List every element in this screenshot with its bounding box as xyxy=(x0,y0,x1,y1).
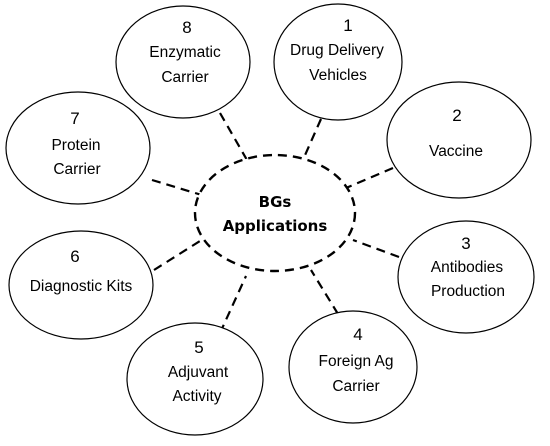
node-3-label-line-2: Production xyxy=(431,283,505,300)
node-6-number: 6 xyxy=(70,247,79,266)
node-3-number: 3 xyxy=(461,234,470,253)
node-7-label-line-2: Carrier xyxy=(53,161,100,178)
node-2-number: 2 xyxy=(452,106,461,125)
connector-6 xyxy=(153,240,201,271)
connector-5 xyxy=(218,275,248,334)
connector-8 xyxy=(219,112,248,161)
center-node: BGs Applications xyxy=(193,153,357,273)
node-5-number: 5 xyxy=(194,338,203,357)
node-8-label-line-2: Carrier xyxy=(161,69,208,86)
node-3-label-line-1: Antibodies xyxy=(431,259,504,276)
connector-3 xyxy=(352,238,400,259)
node-2-vaccine: 2 Vaccine xyxy=(386,81,532,199)
node-7-label-line-1: Protein xyxy=(51,137,100,154)
node-7-number: 7 xyxy=(70,109,79,128)
node-1-drug-delivery-vehicles: 1 Drug Delivery Vehicles xyxy=(273,3,403,121)
node-3-antibodies-production: 3 Antibodies Production xyxy=(397,220,535,334)
node-4-label-line-1: Foreign Ag xyxy=(319,353,394,370)
center-title-line-2: Applications xyxy=(223,217,328,235)
connector-1 xyxy=(300,118,323,163)
node-1-label-line-2: Vehicles xyxy=(309,67,367,84)
node-5-label-line-2: Activity xyxy=(172,388,221,405)
node-8-enzymatic-carrier: 8 Enzymatic Carrier xyxy=(115,5,251,119)
connector-2 xyxy=(345,166,394,190)
node-8-number: 8 xyxy=(182,18,191,37)
node-1-number: 1 xyxy=(343,16,352,35)
node-1-label-line-1: Drug Delivery xyxy=(290,42,384,59)
node-8-label-line-1: Enzymatic xyxy=(149,44,221,61)
connector-4 xyxy=(310,269,339,315)
node-4-foreign-ag-carrier: 4 Foreign Ag Carrier xyxy=(288,310,418,424)
connector-7 xyxy=(151,178,206,198)
node-6-label-line-1: Diagnostic Kits xyxy=(30,278,133,295)
node-5-label-line-1: Adjuvant xyxy=(168,364,229,381)
node-4-number: 4 xyxy=(353,325,362,344)
node-4-label-line-2: Carrier xyxy=(332,378,379,395)
center-title-line-1: BGs xyxy=(259,193,292,211)
node-7-protein-carrier: 7 Protein Carrier xyxy=(5,91,151,205)
node-5-adjuvant-activity: 5 Adjuvant Activity xyxy=(126,322,264,436)
node-2-label-line-1: Vaccine xyxy=(429,143,483,160)
connectors xyxy=(151,112,400,334)
node-6-diagnostic-kits: 6 Diagnostic Kits xyxy=(8,230,154,340)
